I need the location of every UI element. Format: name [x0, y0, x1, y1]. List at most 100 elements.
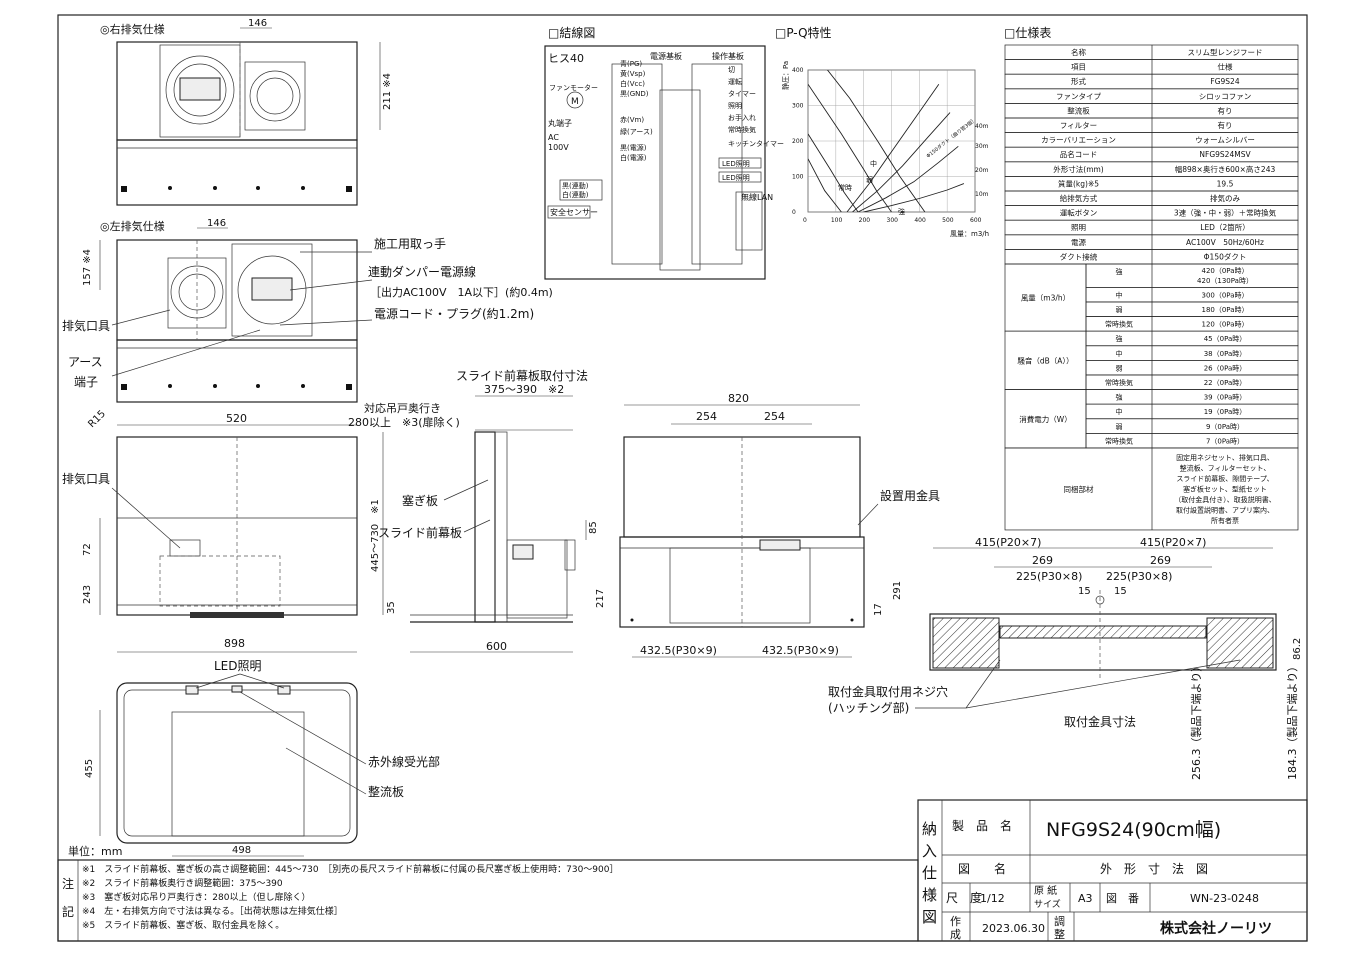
tb-side-1: 入 [922, 842, 937, 860]
spec-key: 形式 [1071, 76, 1087, 86]
bracket-86: 86.2 [1292, 638, 1303, 660]
spec-value: スリム型レンジフード [1188, 48, 1263, 57]
bottom-dim-455: 455 [84, 759, 95, 778]
spec-sub-value: 300（0Pa時） [1201, 291, 1248, 299]
tb-side-2: 仕 [922, 864, 937, 882]
front-dim-72: 72 [82, 543, 93, 556]
notes-label-a: 注 [62, 876, 74, 891]
bracket-184: 184.3（製品下端より） [1285, 661, 1299, 780]
front-exhaust-port: 排気口具 [62, 471, 110, 486]
bottom-ir: 赤外線受光部 [368, 754, 440, 769]
pq-duct-10: 10m [975, 191, 989, 198]
bottom-led: LED照明 [214, 659, 262, 673]
spec-group-label: 風量（m3/h） [1021, 294, 1070, 303]
spec-key: 品名コード [1060, 149, 1098, 159]
callout-power-cord: 電源コード・プラグ(約1.2m) [374, 306, 534, 321]
bracket-15b: 15 [1114, 586, 1127, 597]
op-1: 運転 [728, 77, 742, 86]
spec-sub-key: 常時換気 [1105, 436, 1133, 445]
spec-sub-key: 常時換気 [1105, 320, 1133, 329]
spec-acc-line: 固定用ネジセット、排気口具、 [1176, 453, 1274, 462]
spec-sub-value: 7（0Pa時） [1206, 437, 1244, 445]
spec-acc-row [1004, 447, 1299, 531]
spec-sub-value: 420（130Pa時） [1197, 277, 1253, 285]
pq-series-line [846, 83, 940, 212]
left-exhaust-title: ◎左排気仕様 [100, 219, 165, 233]
spec-acc-line: スライド前幕板、隙間テープ、 [1176, 474, 1273, 483]
tb-product-label: 製 品 名 [952, 818, 1012, 833]
tb-drawing-label: 図 名 [958, 861, 1006, 876]
spec-key: 質量(kg)※5 [1058, 178, 1099, 188]
wiring-terminal: 丸端子 [548, 118, 572, 128]
spec-key: 給排気方式 [1060, 193, 1098, 203]
wire-0: 青(PG) [620, 59, 642, 68]
spec-sub-key: 弱 [1116, 306, 1123, 314]
side-dim-85: 85 [588, 521, 599, 534]
tb-adjust-label2: 整 [1054, 927, 1065, 941]
wire-7: 白(電源) [620, 153, 647, 162]
wire-2: 白(Vcc) [620, 79, 645, 88]
wiring-100v: 100V [548, 143, 569, 152]
tb-number: WN-23-0248 [1190, 892, 1259, 905]
side-slide-range: 375～390 ※2 [484, 383, 564, 396]
tb-product: NFG9S24(90cm幅) [1046, 819, 1221, 841]
spec-value: ウォームシルバー [1195, 136, 1255, 145]
notes: 単位：mm 注 記 ※1 スライド前幕板、塞ぎ板の高さ調整範囲：445～730 … [57, 844, 919, 942]
spec-acc-line: 塞ぎ板セット、型紙セット [1183, 484, 1267, 493]
spec-group-label: 消費電力（W） [1019, 414, 1071, 424]
bracket-225b: 225(P30×8) [1106, 570, 1172, 583]
note-5: ※5 スライド前幕板、塞ぎ板、取付金具を除く。 [82, 919, 284, 931]
wiring-led1: LED照明 [722, 160, 750, 168]
spec-sub-key: 弱 [1116, 364, 1123, 372]
bracket-title: 取付金具寸法 [1064, 714, 1136, 729]
tb-number-label: 図 番 [1106, 892, 1139, 905]
spec-sub-value: 120（0Pa時） [1201, 321, 1248, 329]
spec-value: 幅898×奥行き600×高さ243 [1175, 164, 1276, 174]
wiring-screw: ヒス40 [548, 52, 584, 65]
notes-label-b: 記 [62, 904, 74, 919]
wiring-title: □結線図 [548, 25, 595, 40]
spec-sub-value: 420（0Pa時） [1201, 267, 1248, 275]
front-dim-898: 898 [224, 637, 245, 650]
spec-sub-value: 22（0Pa時） [1204, 379, 1247, 387]
rear-dim-254b: 254 [764, 410, 785, 423]
spec-key: 電源 [1071, 238, 1087, 247]
bracket-15a: 15 [1078, 586, 1091, 597]
pq-xtick: 100 [831, 217, 843, 224]
spec-row [1004, 88, 1299, 104]
left-radius-r15: R15 [86, 408, 108, 430]
spec-sub-value: 19（0Pa時） [1204, 408, 1247, 416]
spec-row [1004, 103, 1299, 119]
bracket-pitch-l: 415(P20×7) [975, 536, 1041, 549]
pq-duct-40: 40m [975, 123, 989, 130]
wiring-lan: 無線LAN [741, 192, 773, 202]
pq-duct-20: 20m [975, 167, 989, 174]
tb-date: 2023.06.30 [982, 922, 1045, 935]
motor-icon [566, 91, 584, 109]
pq-series-line [808, 158, 842, 212]
op-6: キッチンタイマー [728, 139, 784, 148]
bracket-screw-2: (ハッチング部) [828, 700, 909, 715]
spec-key: 項目 [1071, 63, 1086, 72]
rear-dim-217: 217 [595, 589, 606, 608]
pq-series-line [863, 183, 965, 212]
spec-row [1004, 249, 1299, 265]
spec-row [1004, 59, 1299, 75]
bracket-269a: 269 [1032, 554, 1053, 567]
bracket-view: 415(P20×7) 415(P20×7) 269 269 225(P30×8)… [828, 536, 1303, 780]
tb-paper-label2: サイズ [1034, 898, 1061, 910]
spec-sub-value: 26（0Pa時） [1204, 364, 1247, 372]
pq-duct-note: Φ150ダクト（曲り管3個） [925, 116, 978, 159]
rear-dim-820: 820 [728, 392, 749, 405]
op-3: 照明 [728, 102, 742, 110]
pq-title: □P-Q特性 [775, 25, 832, 40]
spec-sub-value: 180（0Pa時） [1201, 306, 1248, 314]
wire-1: 黄(Vsp) [620, 69, 646, 78]
spec-key: 名称 [1071, 47, 1087, 57]
spec-title: □仕様表 [1004, 26, 1051, 40]
spec-group-label: 騒音（dB（A）） [1017, 355, 1073, 365]
spec-value: Φ150ダクト [1204, 251, 1247, 261]
